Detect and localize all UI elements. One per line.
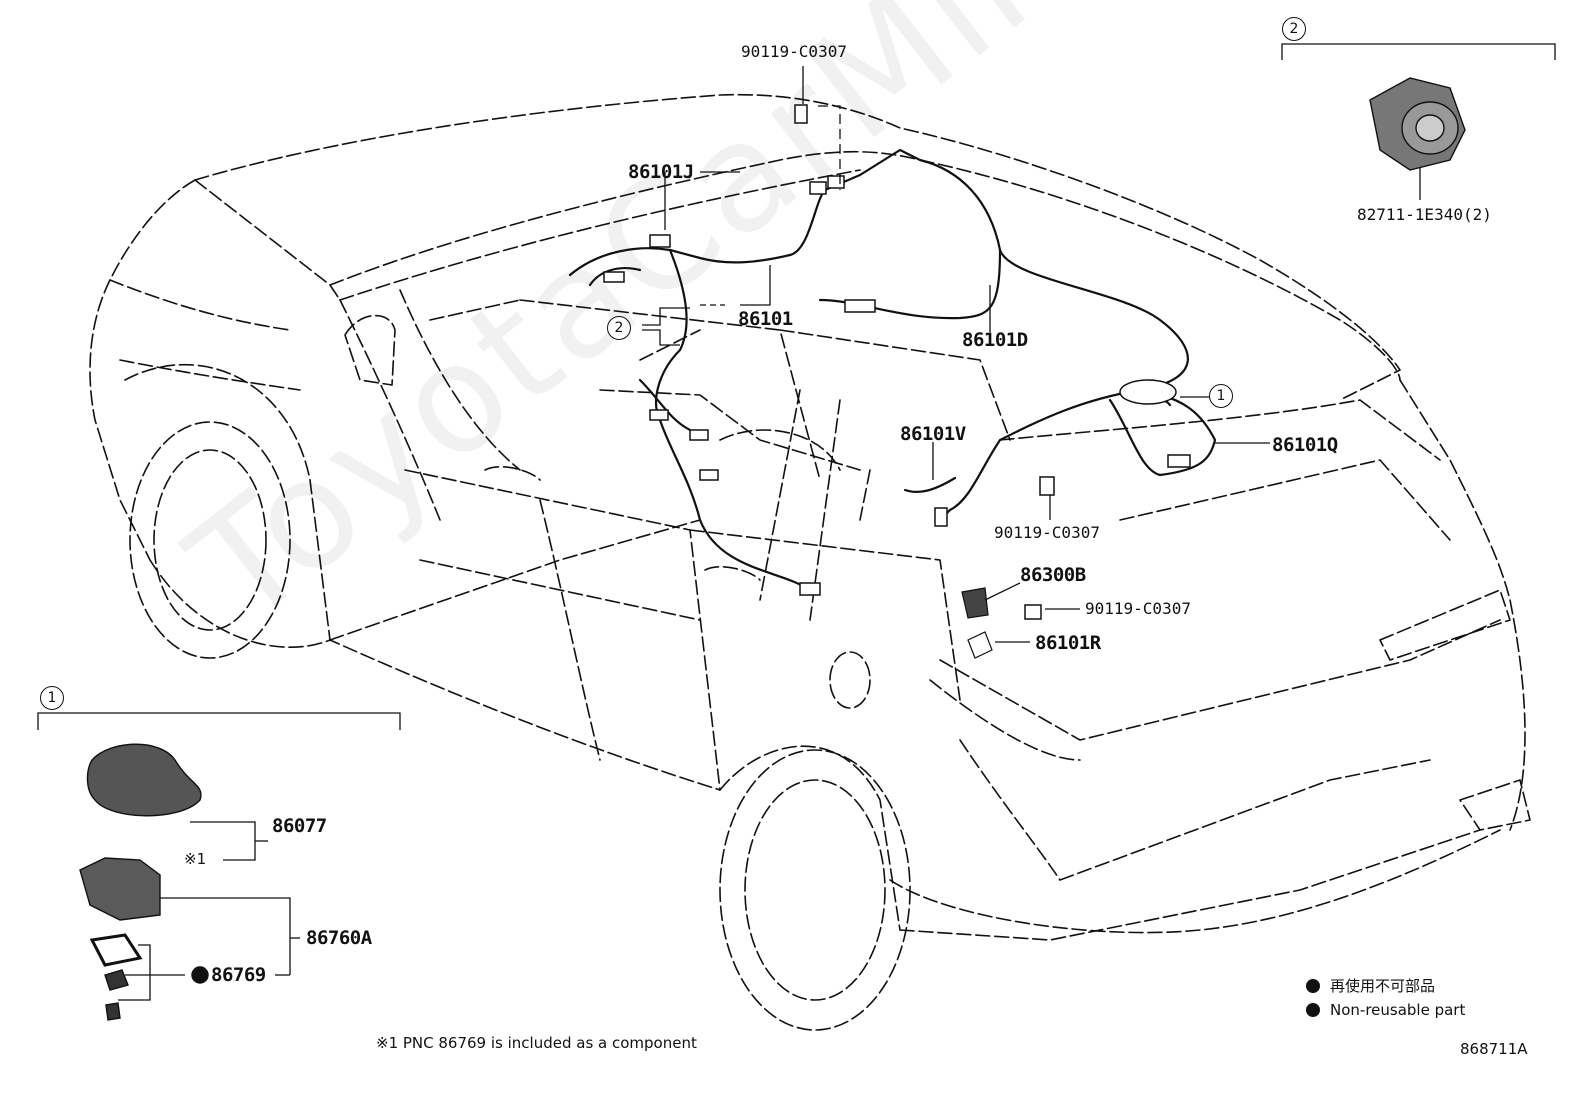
part-label-86101j: 86101J: [628, 161, 694, 183]
non-reusable-dot-icon: [1306, 979, 1320, 993]
part-label-86101r: 86101R: [1035, 632, 1101, 654]
part-label-86760a: 86760A: [306, 927, 372, 949]
part-label-86101d: 86101D: [962, 329, 1028, 351]
part-label-86300b: 86300B: [1020, 564, 1086, 586]
callout-1-detail: 1: [40, 686, 64, 710]
legend-en-text: Non-reusable part: [1330, 1001, 1466, 1019]
callout-2-top-right: 2: [1282, 17, 1306, 41]
footnote: ※1 PNC 86769 is included as a component: [376, 1034, 697, 1052]
part-label-screw-top: 90119-C0307: [741, 42, 847, 61]
part-label-86101: 86101: [738, 308, 793, 330]
part-label-86769: 86769: [211, 964, 266, 986]
legend-jp: 再使用不可部品: [1306, 979, 1435, 994]
note-mark: ※1: [184, 850, 207, 868]
part-label-86077: 86077: [272, 815, 327, 837]
figure-id: 868711A: [1460, 1040, 1528, 1058]
part-label-86101v: 86101V: [900, 423, 966, 445]
part-label-amplifier: 82711-1E340(2): [1357, 205, 1492, 224]
part-label-screw-mid: 90119-C0307: [994, 523, 1100, 542]
callout-2-harness: 2: [607, 316, 631, 340]
legend-jp-text: 再使用不可部品: [1330, 977, 1436, 995]
non-reusable-dot-icon: [1306, 1003, 1320, 1017]
part-label-screw-right: 90119-C0307: [1085, 599, 1191, 618]
callout-1-roof: 1: [1209, 384, 1233, 408]
part-label-86101q: 86101Q: [1272, 434, 1338, 456]
legend-en: Non-reusable part: [1306, 1003, 1465, 1018]
